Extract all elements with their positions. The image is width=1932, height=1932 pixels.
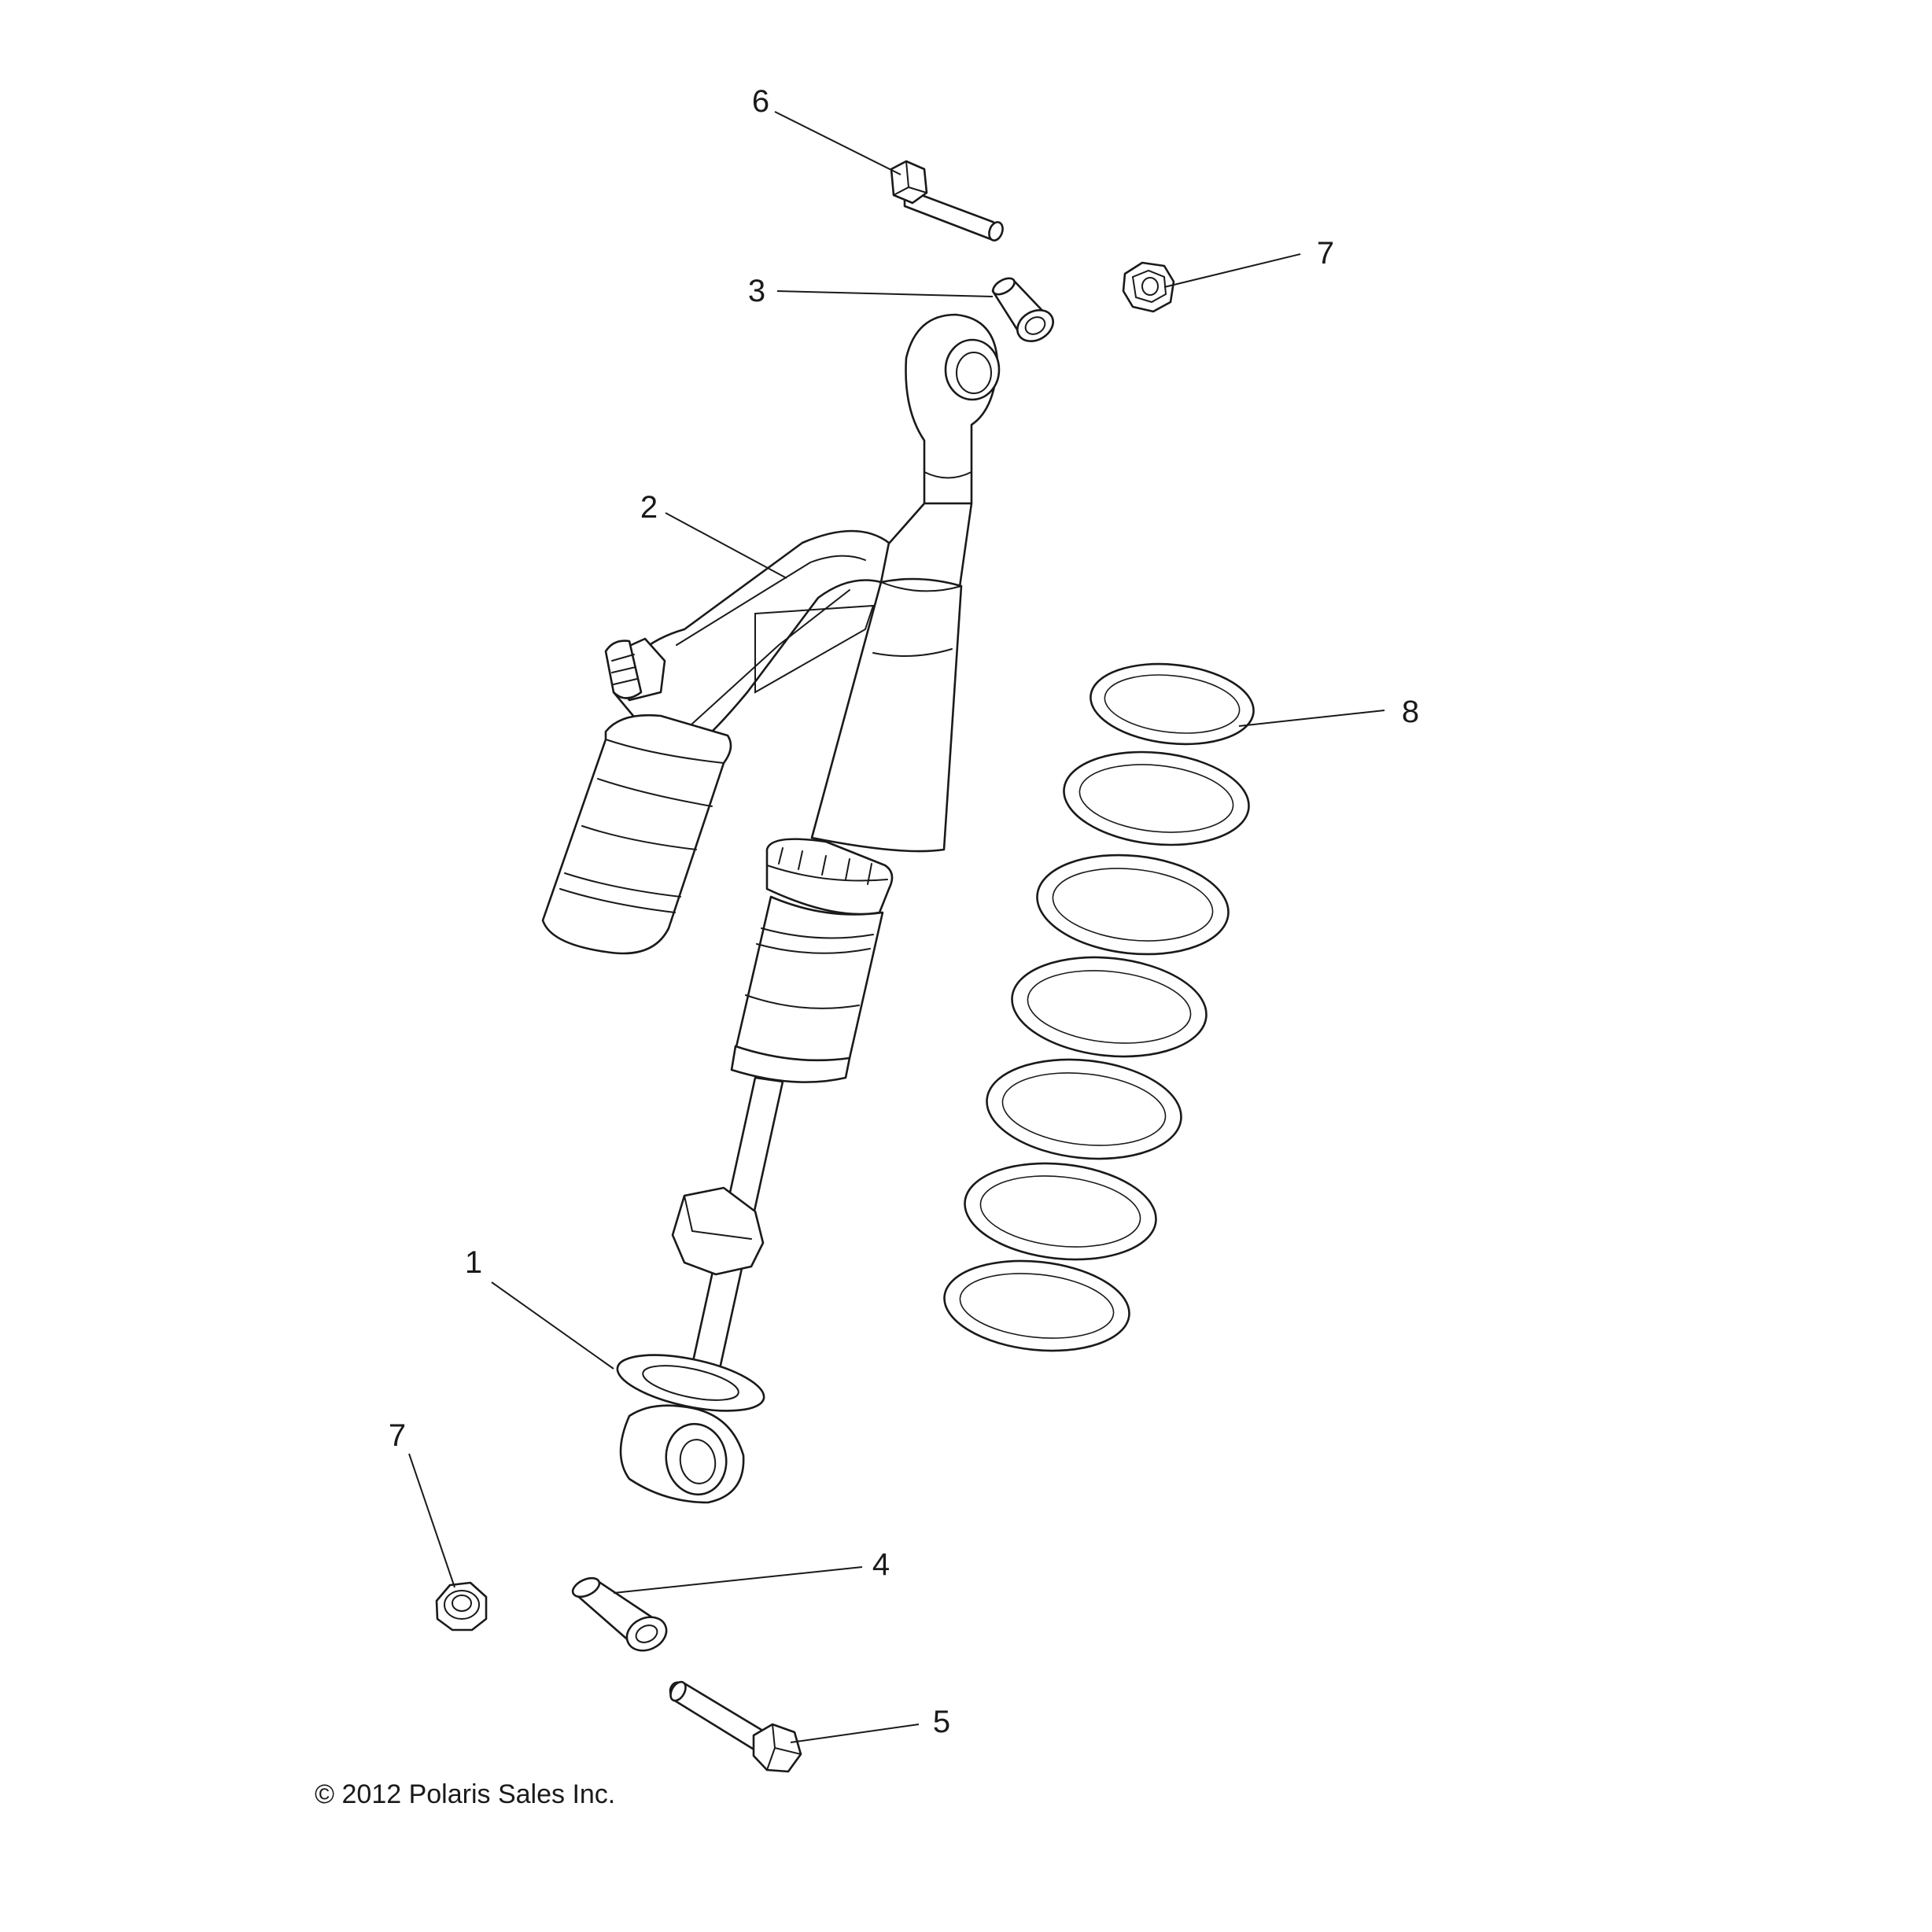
upper-flange-nut <box>1122 261 1175 313</box>
callout-3: 3 <box>748 274 765 308</box>
leader-3 <box>776 290 994 297</box>
lower-flange-nut <box>435 1581 488 1632</box>
leader-lines <box>408 111 1385 1743</box>
leader-4 <box>613 1566 863 1594</box>
leader-5 <box>790 1724 920 1743</box>
upper-bolt <box>890 160 1004 242</box>
leader-8 <box>1238 710 1385 727</box>
lower-bushing <box>571 1576 668 1652</box>
leader-6 <box>774 111 901 175</box>
callout-1: 1 <box>465 1245 482 1280</box>
coil-spring <box>943 662 1255 1352</box>
upper-bushing <box>991 277 1054 342</box>
callout-5: 5 <box>933 1705 950 1739</box>
leader-2 <box>665 512 787 579</box>
lower-bolt <box>669 1680 802 1773</box>
callout-4: 4 <box>872 1547 890 1582</box>
leader-7-bottom <box>408 1453 455 1588</box>
leader-1 <box>491 1281 614 1370</box>
callout-6: 6 <box>752 84 769 119</box>
leader-7-top <box>1163 253 1301 288</box>
callout-7-bottom: 7 <box>389 1418 406 1453</box>
shock-body <box>541 313 1001 1504</box>
copyright-notice: © 2012 Polaris Sales Inc. <box>315 1779 615 1809</box>
callout-7-top: 7 <box>1317 236 1334 271</box>
callout-2: 2 <box>640 490 658 525</box>
callout-8: 8 <box>1402 695 1419 729</box>
